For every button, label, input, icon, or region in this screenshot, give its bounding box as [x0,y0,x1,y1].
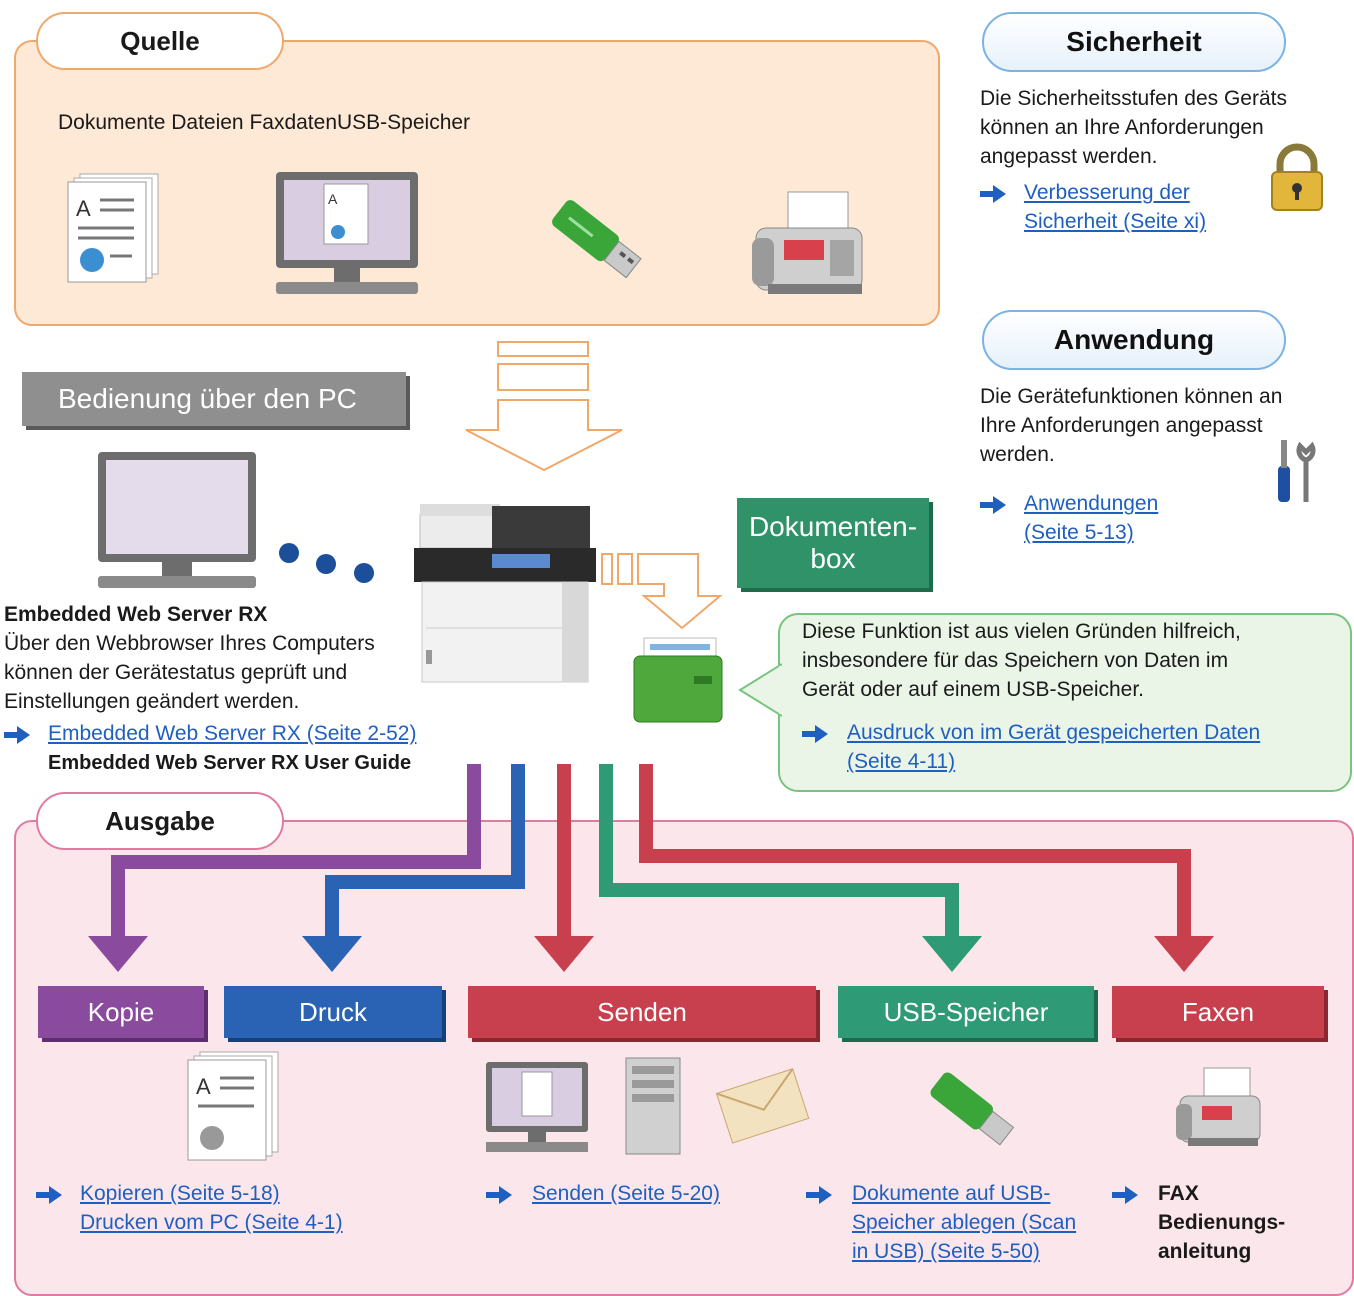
usb-link[interactable]: Dokumente auf USB- Speicher ablegen (Sca… [852,1182,1077,1263]
security-link[interactable]: Verbesserung der Sicherheit (Seite xi) [1024,181,1207,233]
monitor-icon [486,1062,588,1152]
flow-arrow-down [465,341,623,472]
pc-operation-title: Bedienung über den PC [22,372,406,426]
envelope-icon [715,1068,810,1144]
connection-dots [279,543,374,583]
arrow-right-icon [486,1186,512,1204]
svg-text:A: A [328,191,338,207]
arrow-right-icon [980,496,1006,514]
document-box-link[interactable]: Ausdruck von im Gerät gespeicherten Date… [847,721,1261,773]
callout-pointer [738,663,782,717]
application-title: Anwendung [982,310,1286,370]
send-link[interactable]: Senden (Seite 5-20) [532,1182,720,1205]
copy-link[interactable]: Kopieren (Seite 5-18) [80,1182,280,1205]
copy-print-links[interactable]: Kopieren (Seite 5-18) Drucken vom PC (Se… [80,1179,343,1237]
fax-machine-icon [752,191,863,294]
svg-text:A: A [76,196,91,221]
ews-link[interactable]: Embedded Web Server RX (Seite 2-52) [48,722,417,745]
ews-guide: Embedded Web Server RX User Guide [48,752,412,774]
document-stack-icon: A [67,173,159,283]
usb-stick-icon [552,200,642,279]
padlock-icon [1271,143,1323,211]
output-title: Ausgabe [36,792,284,850]
category-copy: Kopie [38,986,204,1038]
fax-guide-reference: FAX Bedienungs- anleitung [1158,1182,1286,1263]
document-box-title: Dokumenten- box [737,498,929,588]
security-title: Sicherheit [982,12,1286,72]
arrow-right-icon [802,725,828,743]
category-usb: USB-Speicher [838,986,1094,1038]
docbox-arrow [601,553,723,630]
category-fax: Faxen [1112,986,1324,1038]
ews-heading: Embedded Web Server RX [4,603,268,626]
document-stack-icon: A [187,1051,279,1161]
security-description: Die Sicherheitsstufen des Geräts können … [980,87,1287,168]
server-tower-icon [625,1057,681,1155]
application-link[interactable]: Anwendungen (Seite 5-13) [1024,492,1159,544]
source-title: Quelle [36,12,284,70]
print-link[interactable]: Drucken vom PC (Seite 4-1) [80,1211,343,1234]
arrow-right-icon [4,726,30,744]
category-print: Druck [224,986,442,1038]
tools-icon [1278,440,1316,502]
document-box-callout [778,613,1352,792]
output-flow-lines [88,764,1214,972]
monitor-icon: A [276,172,418,294]
arrow-right-icon [36,1186,62,1204]
ews-description: Über den Webbrowser Ihres Computers könn… [4,632,375,713]
mfp-printer-icon [414,504,596,683]
arrow-right-icon [980,185,1006,203]
application-description: Die Gerätefunktionen können an Ihre Anfo… [980,385,1283,466]
category-send: Senden [468,986,816,1038]
arrow-right-icon [806,1186,832,1204]
source-items-label: Dokumente Dateien FaxdatenUSB-Speicher [58,111,471,134]
document-box-icon [633,637,723,723]
arrow-right-icon [1112,1186,1138,1204]
document-box-description: Diese Funktion ist aus vielen Gründen hi… [802,620,1241,701]
usb-stick-icon [930,1072,1015,1146]
fax-machine-icon [1176,1067,1261,1146]
svg-text:A: A [196,1074,211,1099]
monitor-icon [98,452,256,588]
